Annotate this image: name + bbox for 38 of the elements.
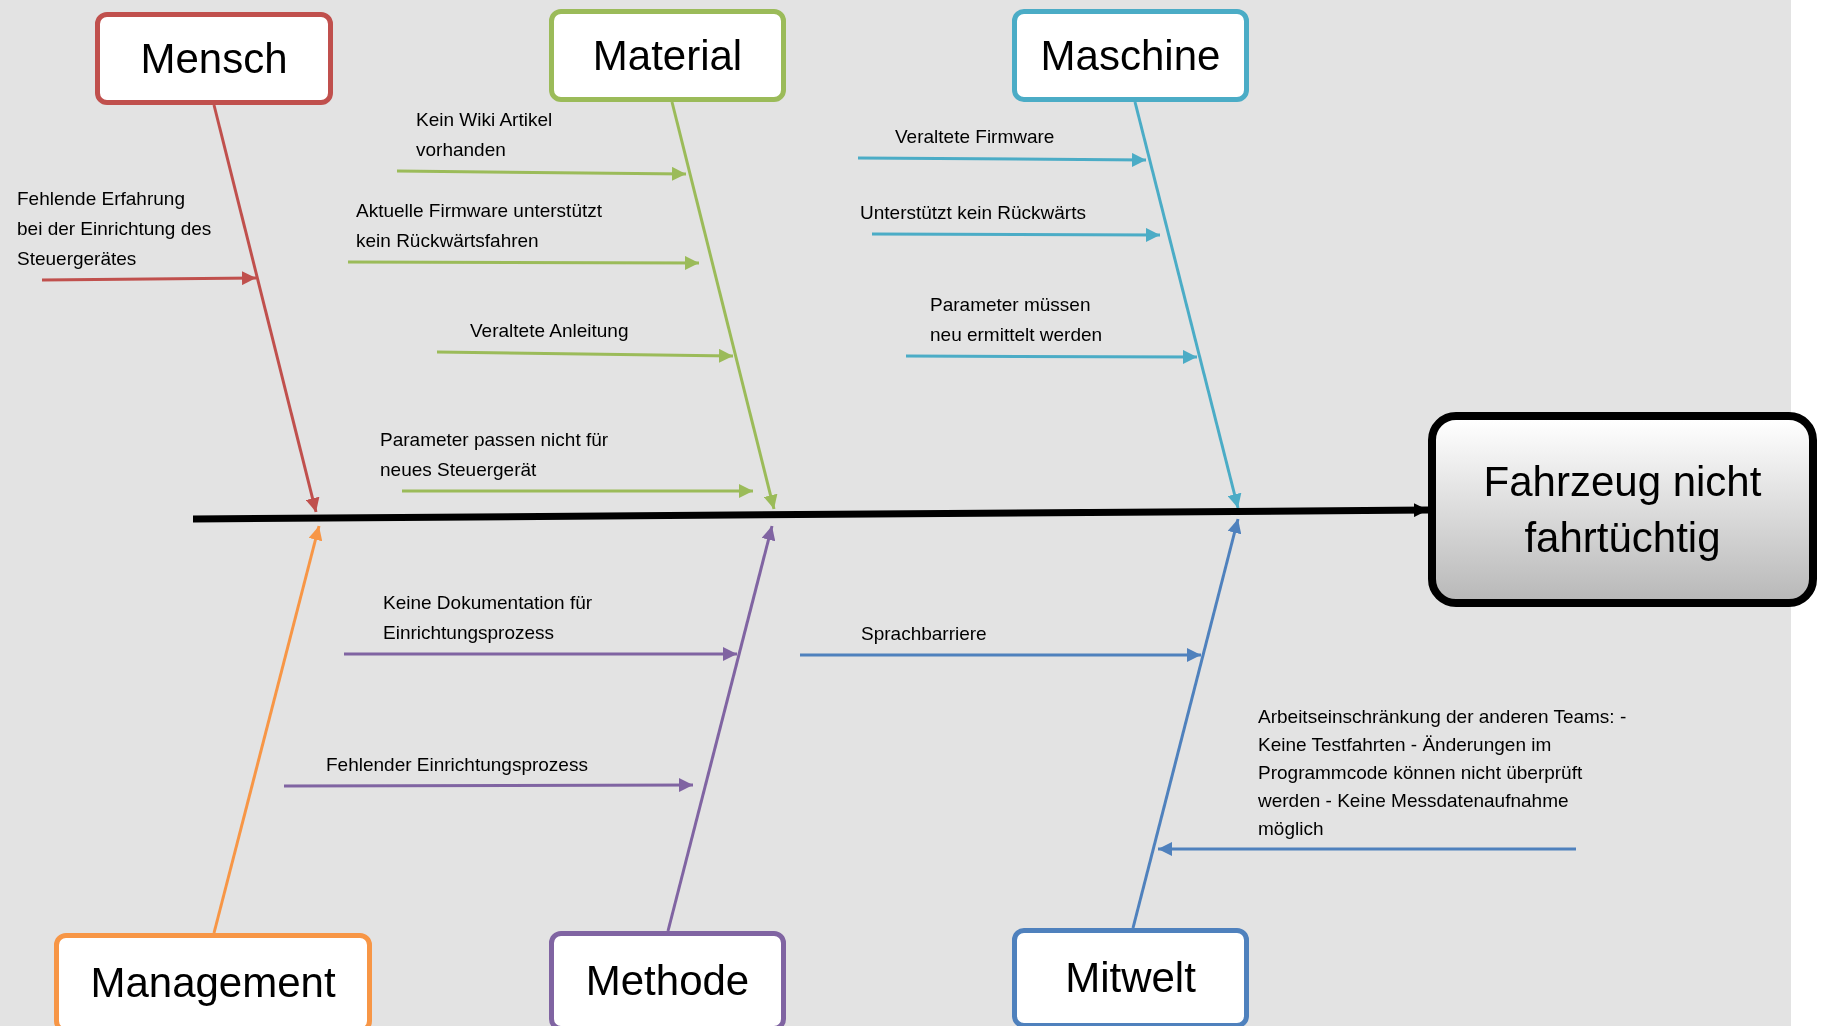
arrow xyxy=(397,166,686,181)
category-box: Material xyxy=(549,9,786,102)
arrow xyxy=(1158,842,1576,856)
cause-text: Sprachbarriere xyxy=(800,619,987,655)
arrow xyxy=(284,778,693,793)
category-box: Methode xyxy=(549,931,786,1026)
arrow xyxy=(42,271,256,286)
arrow xyxy=(1133,101,1242,509)
arrow xyxy=(348,255,699,270)
cause-text: Veraltete Firmware xyxy=(852,122,1055,158)
cause-text: Aktuelle Firmware unterstützt kein Rückwärtsfahren xyxy=(348,196,631,262)
cause-text: Fehlender Einrichtungsprozess xyxy=(284,750,588,786)
arrow xyxy=(212,525,323,934)
arrow xyxy=(670,101,778,510)
cause-text: Keine Dokumentation für Einrichtungsprozess xyxy=(344,588,613,654)
category-box: Mitwelt xyxy=(1012,928,1249,1026)
category-box: Management xyxy=(54,933,372,1026)
cause-text: Parameter passen nicht für neues Steuergerät xyxy=(380,425,630,491)
cause-text: Fehlende Erfahrung bei der Einrichtung des Steuergerätes xyxy=(17,184,212,280)
cause-text: Unterstützt kein Rückwärts xyxy=(860,198,1086,234)
effect-box: Fahrzeug nicht fahrtüchtig xyxy=(1428,412,1817,607)
arrow xyxy=(192,503,1429,523)
arrow xyxy=(800,648,1201,662)
category-box: Mensch xyxy=(95,12,333,105)
arrow xyxy=(402,484,753,498)
arrow xyxy=(858,152,1146,167)
cause-text: Arbeitseinschränkung der anderen Teams: - Keine Testfahrten - Änderungen im Programmcode können nicht überprüft werden - Keine Messdatenaufnahme möglich xyxy=(1258,703,1628,849)
cause-text: Parameter müssen neu ermittelt werden xyxy=(906,290,1118,356)
arrow xyxy=(666,525,776,932)
arrow xyxy=(906,349,1197,364)
arrow xyxy=(212,104,320,513)
arrow xyxy=(344,647,737,661)
arrow xyxy=(872,227,1160,242)
arrow xyxy=(437,348,733,363)
cause-text: Veraltete Anleitung xyxy=(437,316,629,352)
arrow xyxy=(1131,518,1242,929)
cause-text: Kein Wiki Artikel vorhanden xyxy=(397,105,591,171)
category-box: Maschine xyxy=(1012,9,1249,102)
